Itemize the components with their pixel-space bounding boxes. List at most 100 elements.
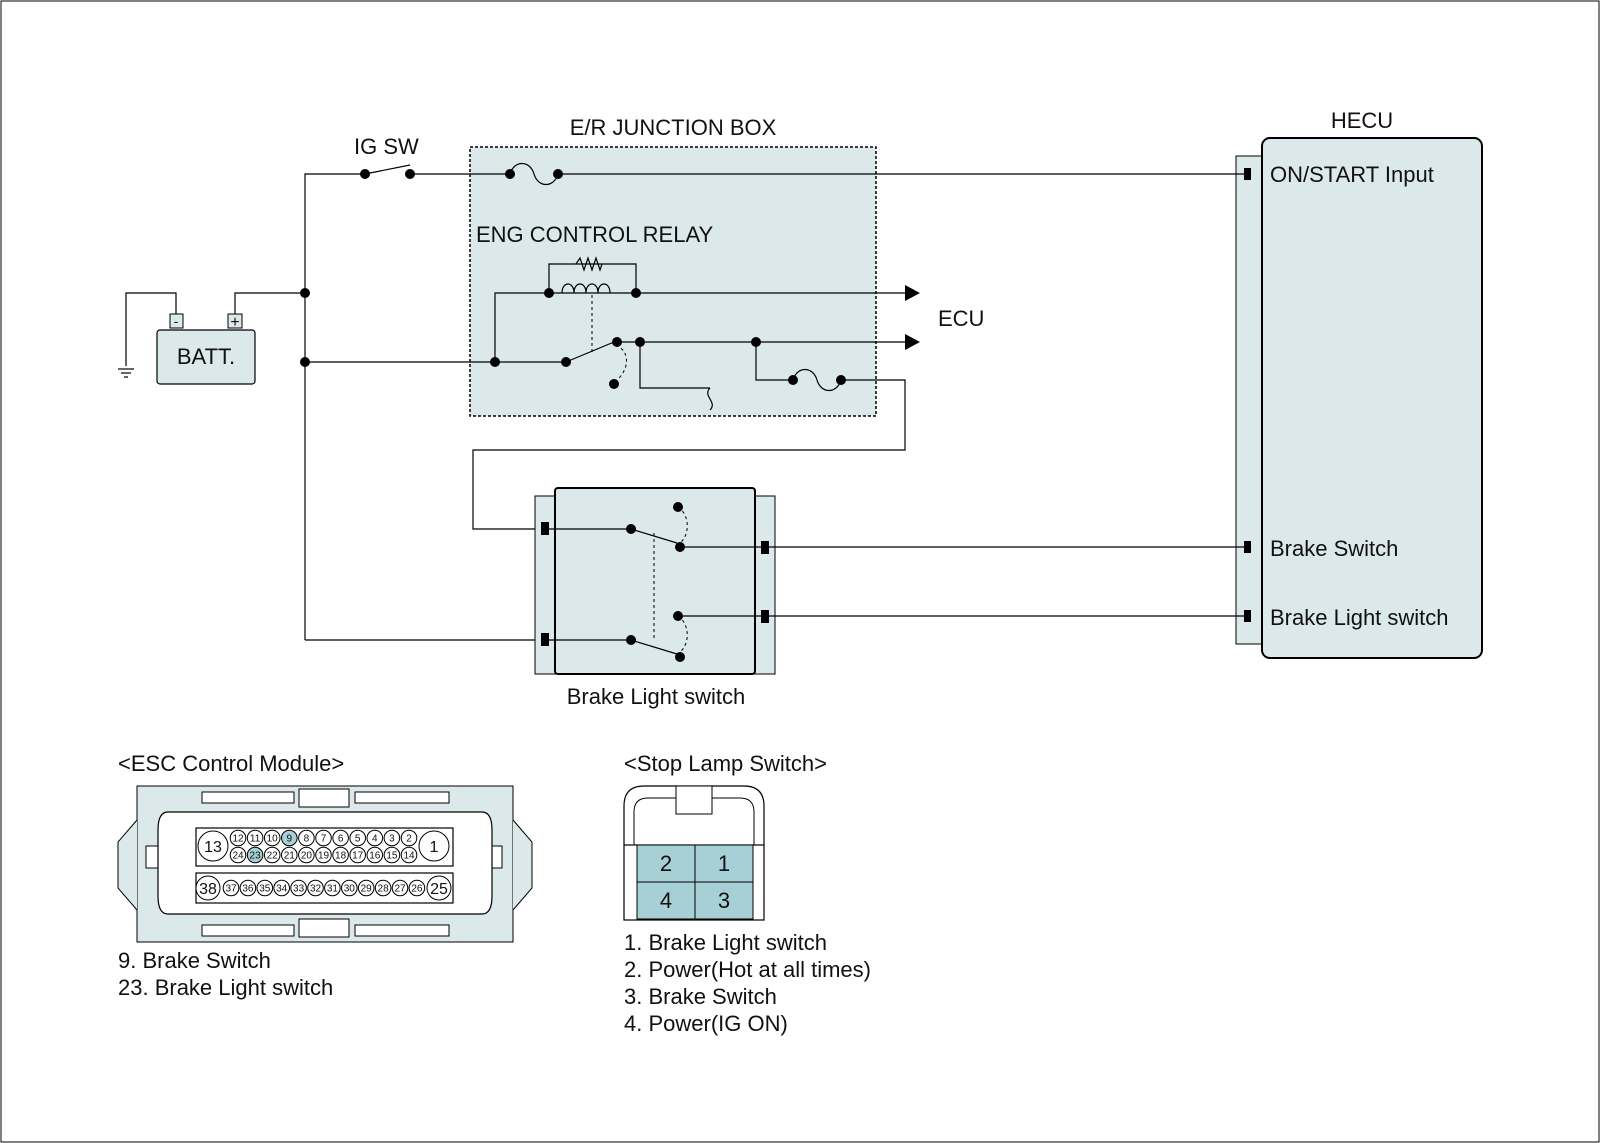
esc-pin-11-circle	[246, 829, 264, 847]
esc-pin-14-circle	[400, 846, 418, 864]
hecu-pin-brake-switch: Brake Switch	[1270, 536, 1398, 561]
stop-lamp-title: <Stop Lamp Switch>	[624, 751, 827, 776]
esc-pin-12-circle	[229, 829, 247, 847]
esc-pin-24-circle	[229, 846, 247, 864]
esc-pin-17-circle	[349, 846, 367, 864]
esc-pin-35-circle	[256, 879, 274, 897]
esc-pin-38-circle	[195, 875, 221, 901]
esc-pin-2-circle	[400, 829, 418, 847]
esc-pin-1: 1	[430, 839, 439, 856]
ecu-label: ECU	[938, 306, 984, 331]
esc-pin-21-circle	[281, 846, 298, 864]
esc-pin-2: 2	[406, 834, 412, 845]
esc-pin-8-circle	[298, 829, 315, 847]
esc-connector	[117, 785, 533, 943]
esc-pin-5: 5	[355, 834, 361, 845]
esc-pin-29-circle	[357, 879, 375, 897]
svg-text:-: -	[174, 313, 179, 329]
esc-pin-21: 21	[284, 851, 296, 862]
hecu-connector	[1235, 155, 1263, 645]
esc-pin-3: 3	[389, 834, 395, 845]
esc-pin-38: 38	[199, 881, 217, 898]
stop-lamp-note-4: 4. Power(IG ON)	[624, 1011, 788, 1036]
esc-pin-17: 17	[352, 851, 364, 862]
battery	[156, 329, 256, 385]
hecu-box	[1261, 137, 1483, 659]
esc-pin-22-circle	[263, 846, 281, 864]
esc-pin-34: 34	[276, 884, 288, 895]
esc-pin-15: 15	[386, 851, 398, 862]
esc-pin-37: 37	[225, 884, 237, 895]
esc-pin-23-circle	[246, 846, 264, 864]
esc-pin-34-circle	[273, 879, 291, 897]
esc-pin-36: 36	[242, 884, 254, 895]
esc-pin-25-circle	[426, 875, 452, 901]
esc-pin-18-circle	[332, 846, 349, 864]
esc-pin-20-circle	[298, 846, 315, 864]
stop-lamp-pin-4: 4	[660, 888, 672, 913]
stop-lamp-note-2: 2. Power(Hot at all times)	[624, 957, 871, 982]
stop-lamp-connector	[623, 785, 765, 921]
esc-pin-25: 25	[430, 881, 448, 898]
esc-pin-10-circle	[263, 829, 281, 847]
junction-box-title: E/R JUNCTION BOX	[570, 115, 777, 140]
esc-pin-18: 18	[335, 851, 347, 862]
esc-pin-19: 19	[318, 851, 330, 862]
ig-sw-label: IG SW	[354, 134, 419, 159]
esc-pin-31-circle	[324, 879, 341, 897]
esc-module-title: <ESC Control Module>	[118, 751, 344, 776]
stop-lamp-note-3: 3. Brake Switch	[624, 984, 777, 1009]
esc-pin-24: 24	[232, 851, 244, 862]
battery-label: BATT.	[177, 344, 235, 369]
esc-pin-29: 29	[361, 884, 373, 895]
esc-pin-36-circle	[239, 879, 257, 897]
esc-pin-23: 23	[250, 851, 262, 862]
esc-pin-7-circle	[315, 829, 332, 847]
esc-pin-16: 16	[369, 851, 381, 862]
hecu-title: HECU	[1331, 108, 1393, 133]
esc-pin-28-circle	[374, 879, 392, 897]
esc-pin-11: 11	[250, 834, 261, 845]
hecu-pin-brake-light-switch: Brake Light switch	[1270, 605, 1449, 630]
esc-pin-22: 22	[267, 851, 279, 862]
esc-pin-37-circle	[222, 879, 240, 897]
stop-lamp-note-1: 1. Brake Light switch	[624, 930, 827, 955]
esc-pin-30: 30	[344, 884, 356, 895]
esc-pin-8: 8	[304, 834, 310, 845]
esc-pin-28: 28	[378, 884, 390, 895]
esc-pin-13-circle	[197, 830, 229, 862]
brake-light-switch-box	[554, 487, 756, 675]
esc-pin-5-circle	[349, 829, 367, 847]
esc-pin-20: 20	[301, 851, 313, 862]
esc-note-2: 23. Brake Light switch	[118, 975, 333, 1000]
esc-pin-15-circle	[383, 846, 401, 864]
stop-lamp-pin-1: 1	[718, 851, 730, 876]
esc-pin-16-circle	[366, 846, 384, 864]
svg-text:+: +	[230, 314, 239, 331]
esc-pin-14: 14	[403, 851, 415, 862]
esc-pin-27-circle	[391, 879, 409, 897]
ground-icon	[118, 368, 134, 378]
esc-pin-31: 31	[327, 884, 339, 895]
esc-pin-1-circle	[418, 830, 450, 862]
stop-lamp-pin-3: 3	[718, 888, 730, 913]
esc-pin-35: 35	[259, 884, 271, 895]
esc-pin-12: 12	[232, 834, 244, 845]
hecu-pin-on-start: ON/START Input	[1270, 162, 1434, 187]
brake-light-switch-label: Brake Light switch	[567, 684, 746, 709]
esc-pin-32-circle	[307, 879, 324, 897]
esc-pin-30-circle	[341, 879, 358, 897]
esc-pin-10: 10	[267, 834, 279, 845]
esc-pin-3-circle	[383, 829, 401, 847]
esc-pin-27: 27	[394, 884, 406, 895]
esc-pin-26-circle	[408, 879, 426, 897]
eng-control-relay-label: ENG CONTROL RELAY	[476, 222, 713, 247]
stop-lamp-pin-2: 2	[660, 851, 672, 876]
esc-pin-9-circle	[281, 829, 298, 847]
esc-pin-26: 26	[411, 884, 423, 895]
esc-pin-4: 4	[372, 834, 378, 845]
esc-pin-33-circle	[290, 879, 307, 897]
esc-pin-33: 33	[293, 884, 305, 895]
esc-pin-32: 32	[310, 884, 322, 895]
